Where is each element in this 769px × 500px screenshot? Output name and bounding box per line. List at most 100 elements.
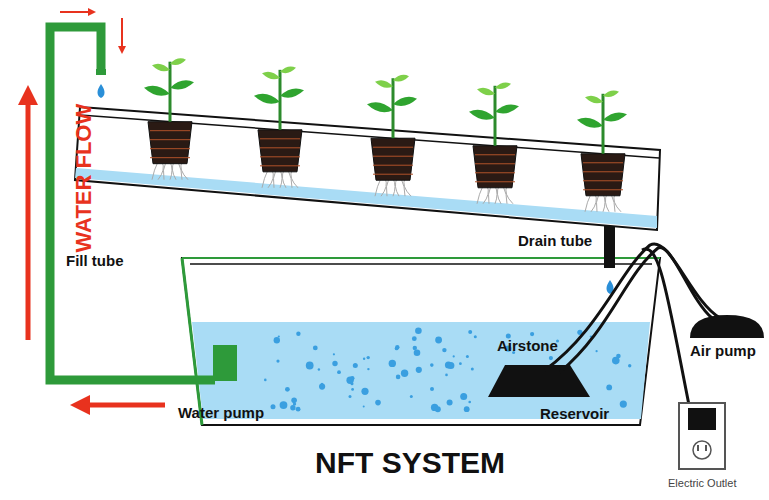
leaf bbox=[603, 112, 627, 121]
bubble bbox=[442, 348, 446, 352]
plant bbox=[469, 82, 519, 203]
root bbox=[172, 162, 176, 180]
leaf bbox=[469, 110, 495, 120]
bubble bbox=[453, 355, 455, 357]
pot-mesh bbox=[373, 165, 413, 166]
root bbox=[603, 194, 605, 212]
fill-tube-end bbox=[96, 69, 106, 75]
root bbox=[483, 186, 488, 204]
bubble bbox=[628, 364, 631, 367]
part-label: Airstone bbox=[497, 338, 558, 355]
diagram-title: NFT SYSTEM bbox=[315, 446, 505, 479]
root bbox=[614, 194, 621, 212]
plant bbox=[254, 66, 304, 187]
leaf bbox=[495, 104, 519, 113]
bubble bbox=[321, 383, 324, 386]
flow-label: WATER FLOW bbox=[72, 104, 96, 253]
outlet-slot bbox=[697, 445, 699, 451]
net-pot bbox=[581, 154, 625, 196]
bubble bbox=[291, 398, 297, 404]
nft-channel bbox=[75, 107, 660, 230]
leaf bbox=[367, 102, 393, 112]
stem bbox=[279, 70, 282, 130]
bubble bbox=[612, 357, 620, 365]
stem bbox=[602, 94, 605, 154]
bubble bbox=[468, 330, 472, 334]
root bbox=[488, 186, 491, 204]
net-pot bbox=[473, 146, 517, 188]
bubble bbox=[435, 337, 442, 344]
root bbox=[375, 178, 381, 196]
bubble bbox=[430, 387, 434, 391]
reservoir-inner-rim bbox=[190, 263, 652, 265]
leaf bbox=[393, 97, 417, 106]
root bbox=[158, 162, 163, 180]
part-label: Drain tube bbox=[518, 233, 592, 250]
leaf bbox=[262, 72, 280, 80]
root bbox=[381, 178, 386, 196]
bubble bbox=[280, 401, 288, 409]
bubble bbox=[271, 404, 276, 409]
air-line bbox=[560, 248, 712, 372]
fill-tube bbox=[50, 27, 215, 380]
pot-mesh bbox=[150, 157, 190, 158]
bubble bbox=[447, 400, 453, 406]
root bbox=[386, 178, 389, 196]
bubble bbox=[296, 407, 301, 412]
bubble bbox=[318, 368, 320, 370]
bubble bbox=[401, 370, 408, 377]
leaf bbox=[477, 88, 495, 96]
leaf bbox=[495, 82, 511, 89]
flow-arrow bbox=[121, 18, 123, 50]
root bbox=[506, 186, 513, 204]
leaf bbox=[280, 88, 304, 97]
bubble bbox=[361, 388, 368, 395]
leaf bbox=[577, 118, 603, 128]
bubble bbox=[464, 406, 470, 412]
device-label: Electric Outlet bbox=[668, 477, 736, 489]
flow-arrow bbox=[26, 95, 31, 340]
stem bbox=[392, 78, 395, 138]
electric-outlet bbox=[679, 403, 725, 469]
bubble bbox=[466, 355, 469, 358]
bubble bbox=[353, 363, 358, 368]
plant bbox=[577, 90, 627, 211]
pot-mesh bbox=[260, 147, 300, 148]
bubble bbox=[413, 346, 417, 350]
bubble bbox=[530, 332, 534, 336]
root bbox=[585, 194, 591, 212]
root bbox=[596, 194, 599, 212]
bubble bbox=[319, 384, 325, 390]
root bbox=[280, 170, 282, 188]
plant bbox=[367, 75, 417, 196]
leaf bbox=[254, 94, 280, 104]
pot-mesh bbox=[475, 181, 515, 182]
root bbox=[262, 170, 268, 188]
bubble bbox=[549, 356, 553, 360]
root bbox=[477, 186, 483, 204]
pot-mesh bbox=[583, 171, 623, 172]
pot-mesh bbox=[260, 165, 300, 166]
bubble bbox=[367, 368, 369, 370]
bubble bbox=[471, 368, 474, 371]
bubble bbox=[290, 405, 295, 410]
bubble bbox=[416, 367, 422, 373]
net-pot bbox=[371, 138, 415, 180]
bubble bbox=[620, 401, 627, 408]
part-label: Reservoir bbox=[540, 406, 609, 423]
flow-arrow bbox=[80, 403, 165, 408]
bubble bbox=[333, 353, 335, 355]
root bbox=[497, 186, 501, 204]
net-pot bbox=[148, 122, 192, 164]
bubble bbox=[474, 335, 477, 338]
leaf bbox=[585, 96, 603, 104]
bubble bbox=[363, 358, 365, 360]
outlet-slot bbox=[705, 445, 707, 451]
pot-mesh bbox=[150, 148, 190, 149]
plant bbox=[144, 58, 194, 179]
bubble bbox=[415, 327, 422, 334]
bubble bbox=[435, 406, 441, 412]
root bbox=[591, 194, 596, 212]
leaf bbox=[393, 75, 409, 82]
